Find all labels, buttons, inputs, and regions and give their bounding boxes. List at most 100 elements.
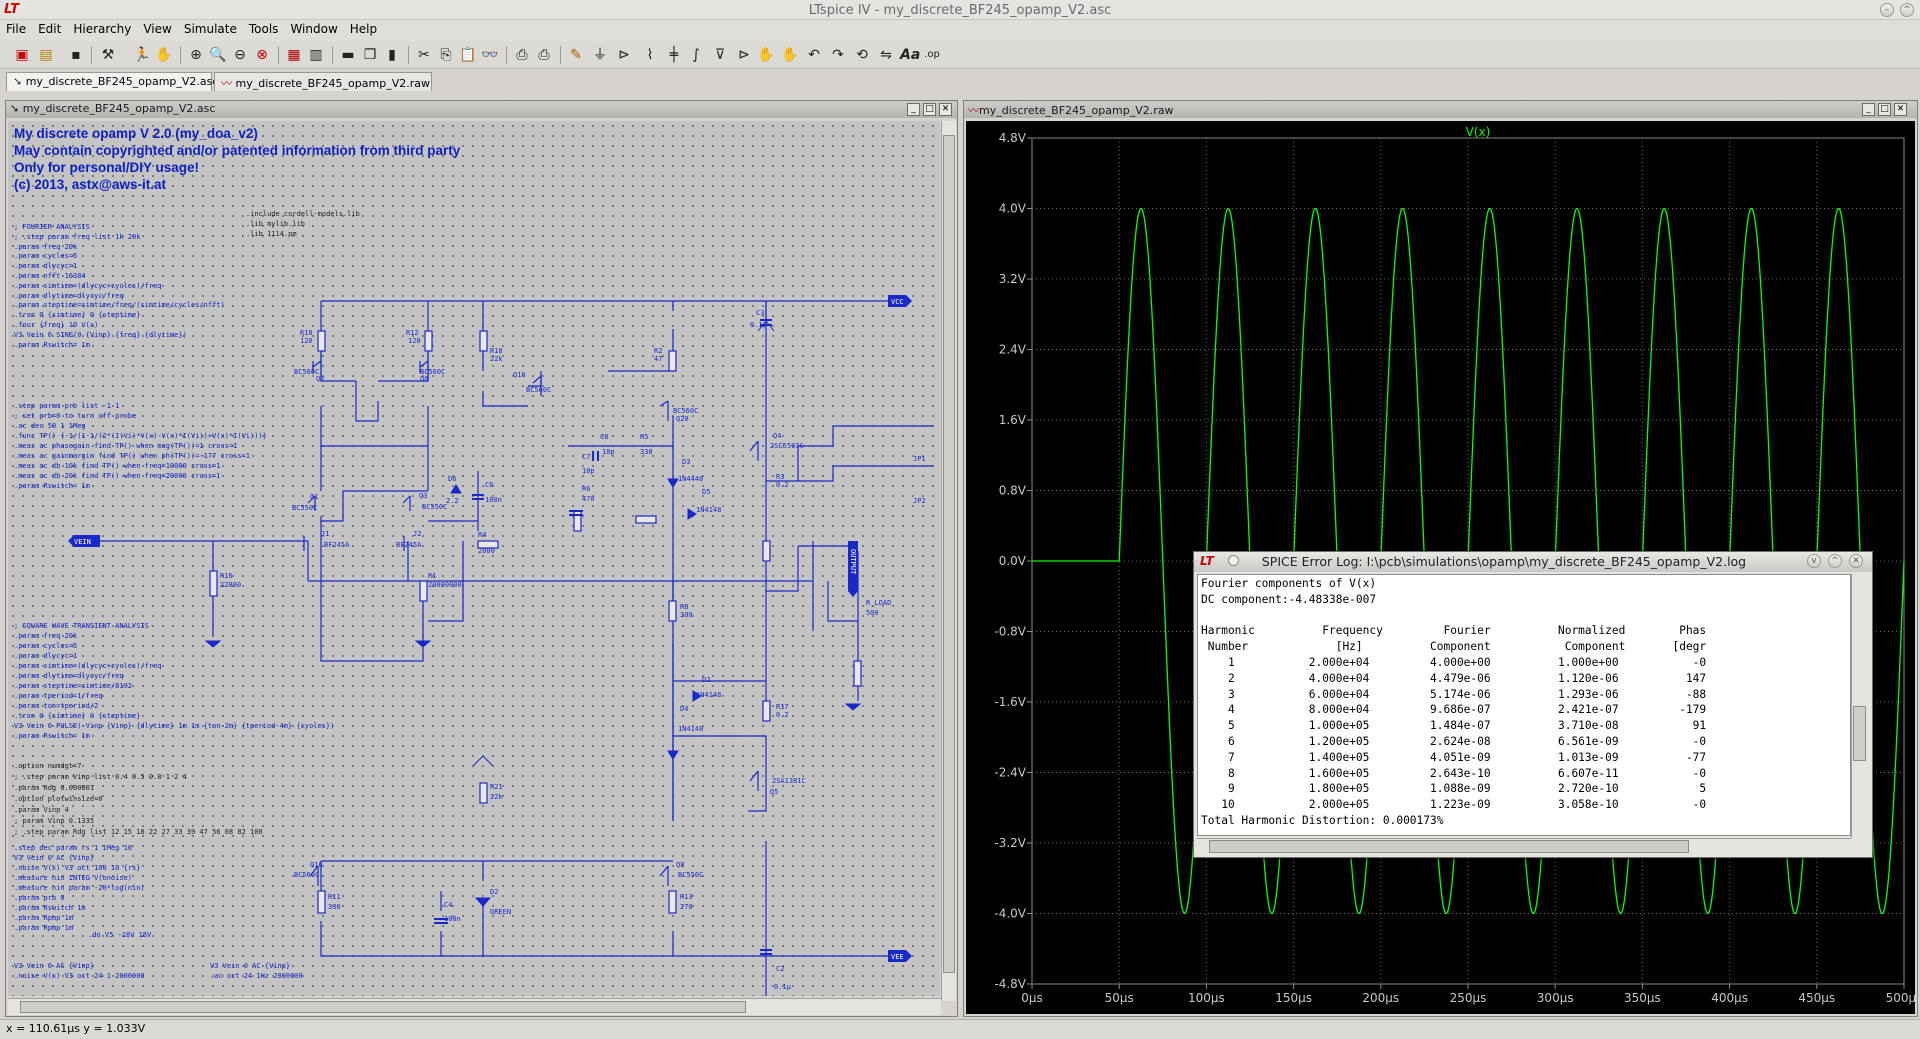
log-line: 3 6.000e+04 5.174e-06 1.293e-06 -88 (1201, 687, 1707, 701)
svg-text:D3: D3 (682, 458, 690, 466)
spice-error-log-dialog: LT SPICE Error Log: I:\pcb\simulations\o… (1193, 551, 1873, 858)
header-line-1: My discrete opamp V 2.0 (my_doa_v2) (14, 126, 258, 141)
zoom-pan-icon[interactable]: 🔍 (209, 47, 227, 63)
svg-text:120: 120 (408, 337, 421, 345)
paste-icon[interactable]: 📋 (459, 47, 477, 63)
log-line: 10 2.000e+05 1.223e-09 3.058e-10 -0 (1201, 798, 1707, 812)
svg-text:R18: R18 (490, 347, 503, 355)
menu-file[interactable]: File (6, 22, 27, 36)
menu-view[interactable]: View (143, 22, 172, 36)
tab-waveform[interactable]: 〰 my_discrete_BF245_opamp_V2.raw (214, 72, 432, 91)
label-net-icon[interactable]: ⊳ (618, 47, 630, 63)
header-line-3: Only for personal/DIY usage! (14, 160, 200, 175)
drag-icon[interactable]: ✋ (781, 47, 799, 63)
header-line-4: (c) 2013, astx@aws-it.at (14, 177, 166, 192)
open-icon[interactable]: ▤ (39, 47, 53, 63)
menu-simulate[interactable]: Simulate (183, 22, 237, 36)
error-log-hscroll-thumb[interactable] (1209, 840, 1689, 853)
directive-line: .param Rpmp 1m (14, 914, 74, 922)
minimize-icon[interactable]: – (1880, 3, 1894, 17)
log-maximize-icon[interactable]: ^ (1828, 554, 1842, 568)
component-icon[interactable]: ⊳ (738, 47, 750, 63)
menu-window[interactable]: Window (290, 22, 338, 36)
child-close-icon[interactable]: ✕ (1894, 103, 1907, 116)
halt-icon[interactable]: ✋ (155, 47, 173, 63)
error-log-text[interactable]: Fourier components of V(x)DC component:-… (1197, 574, 1851, 836)
svg-text:R3: R3 (776, 473, 784, 481)
spice-directive-icon[interactable]: .op (924, 49, 940, 60)
autorange-icon[interactable]: ▦ (287, 47, 301, 63)
child-minimize-icon[interactable]: _ (1862, 103, 1875, 116)
svg-text:Q2: Q2 (316, 375, 324, 383)
maximize-icon[interactable]: ^ (1900, 3, 1914, 17)
footer-right-directives[interactable]: V3 Vein 0 AC {Vinp}.ac oct 24 1Hz 200000… (210, 962, 303, 980)
child-close-icon[interactable]: ✕ (939, 103, 952, 116)
cut-icon[interactable]: ✂ (418, 47, 430, 63)
x-tick-label: 500µs (1886, 991, 1915, 1005)
log-line: Total Harmonic Distortion: 0.000173% (1201, 813, 1444, 827)
redo-icon[interactable]: ↷ (832, 47, 844, 63)
log-minimize-icon[interactable]: v (1807, 554, 1821, 568)
menu-edit[interactable]: Edit (38, 22, 62, 36)
include-directives: .include cordell-models.lib.lib mylib.li… (246, 209, 360, 239)
zoom-out-icon[interactable]: ⊖ (234, 47, 246, 63)
log-close-icon[interactable]: ✕ (1849, 554, 1863, 568)
new-schematic-icon[interactable]: ▣ (15, 47, 29, 63)
text-icon[interactable]: Aa (900, 47, 921, 63)
resistor-icon[interactable]: ⌇ (646, 47, 654, 63)
menu-tools[interactable]: Tools (248, 22, 279, 36)
print-setup-icon[interactable]: ⎙ (516, 47, 528, 63)
child-maximize-icon[interactable]: □ (1878, 103, 1891, 116)
tile-horizontal-icon[interactable]: ▬ (341, 47, 355, 63)
svg-text:R16: R16 (220, 572, 233, 580)
error-log-vscroll-thumb[interactable] (1853, 706, 1866, 761)
capacitor-icon[interactable]: ╪ (669, 47, 679, 63)
fourier-directives[interactable]: ; FOURIER ANALYSIS; .step param freq lis… (14, 223, 225, 350)
schematic-hscroll[interactable] (8, 998, 941, 1015)
undo-icon[interactable]: ↶ (808, 47, 820, 63)
inductor-icon[interactable]: ∫ (692, 47, 700, 63)
mirror-icon[interactable]: ⇋ (880, 47, 892, 63)
print-icon[interactable]: ⎙ (538, 47, 550, 63)
schematic-vscroll-thumb[interactable] (943, 135, 955, 973)
zoom-in-icon[interactable]: ⊕ (190, 47, 202, 63)
footer-left-directives[interactable]: V3 Vein 0 AC {Vinp}.noise V(x) V3 oct 24… (14, 962, 145, 980)
find-icon[interactable]: 👓 (481, 47, 499, 63)
delete-plot-icon[interactable]: ▥ (309, 47, 323, 63)
save-icon[interactable]: ▪ (71, 47, 81, 63)
svg-text:R21: R21 (490, 783, 503, 791)
schematic-canvas[interactable]: My discrete opamp V 2.0 (my_doa_v2) May … (8, 121, 940, 996)
error-log-vscroll[interactable] (1851, 574, 1867, 838)
zoom-fit-icon[interactable]: ⊗ (256, 47, 268, 63)
option-directives[interactable]: .option numdgt=7; .step param Vinp list … (14, 761, 263, 838)
directive-line: .option numdgt=7 (14, 762, 82, 770)
cascade-icon[interactable]: ❐ (363, 47, 377, 63)
menu-hierarchy[interactable]: Hierarchy (73, 22, 132, 36)
svg-text:R12: R12 (406, 329, 419, 337)
error-log-hscroll[interactable] (1197, 838, 1851, 854)
copy-icon[interactable]: ⎘ (440, 47, 452, 63)
tile-vertical-icon[interactable]: ▮ (388, 47, 396, 63)
directive-line: ; SQUARE WAVE TRANSIENT ANALYSIS (14, 622, 149, 630)
control-panel-icon[interactable]: ⚒ (101, 47, 115, 63)
ac-directives[interactable]: .step param prb list -1 1; set prb=0 to … (14, 401, 267, 491)
schematic-hscroll-thumb[interactable] (20, 1001, 746, 1013)
move-icon[interactable]: ✋ (757, 47, 775, 63)
rotate-icon[interactable]: ⟲ (856, 47, 868, 63)
tab-schematic[interactable]: ➘ my_discrete_BF245_opamp_V2.asc (6, 72, 218, 91)
svg-text:BF245A: BF245A (324, 541, 350, 549)
child-maximize-icon[interactable]: □ (923, 103, 936, 116)
draw-wire-icon[interactable]: ✎ (570, 47, 582, 63)
child-minimize-icon[interactable]: _ (907, 103, 920, 116)
ground-icon[interactable]: ⏚ (593, 47, 607, 63)
pin-icon[interactable] (1228, 555, 1239, 566)
menu-help[interactable]: Help (349, 22, 378, 36)
svg-text:Q6: Q6 (420, 375, 428, 383)
diode-icon[interactable]: ⊽ (714, 47, 726, 63)
directive-line: .param simtime=(dlycyc+cycles)/freq (14, 662, 162, 670)
run-icon[interactable]: 🏃 (133, 47, 151, 63)
square-wave-directives[interactable]: ; SQUARE WAVE TRANSIENT ANALYSIS.param f… (14, 621, 334, 741)
schematic-vscroll[interactable] (941, 121, 956, 1001)
